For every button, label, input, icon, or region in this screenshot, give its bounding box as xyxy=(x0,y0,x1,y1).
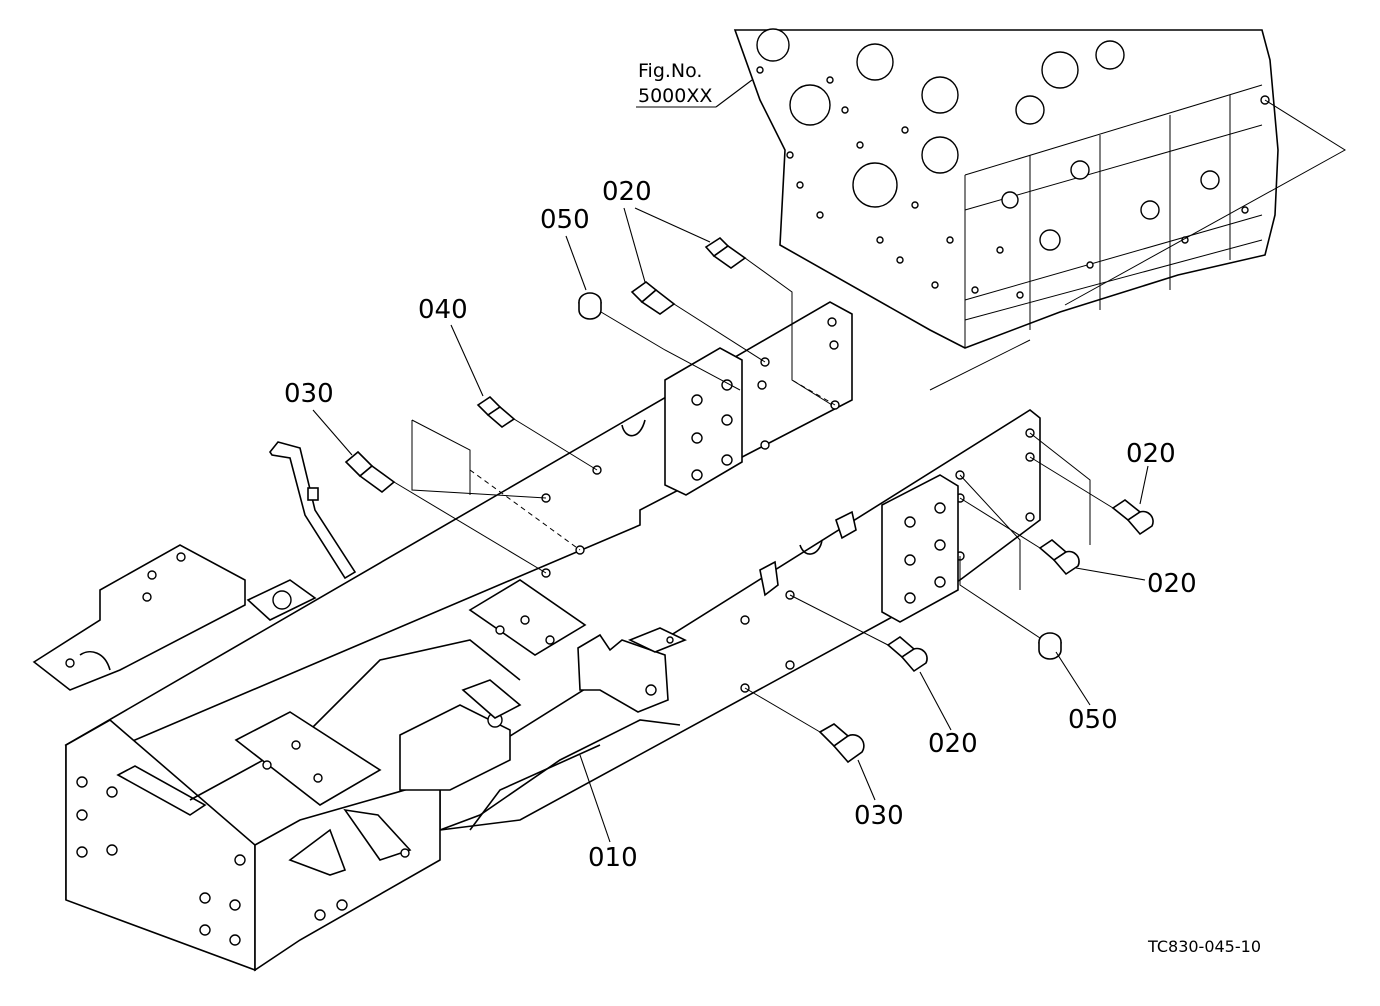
figure-reference: Fig.No. 5000XX xyxy=(636,60,753,108)
bolt-020-right-a xyxy=(1111,499,1154,536)
nut-050-right xyxy=(1038,632,1062,660)
end-box-holes xyxy=(76,776,348,946)
bolt-020-right-b xyxy=(1038,538,1080,576)
callout-020-top: 020 xyxy=(602,177,652,207)
callout-020-right-upper: 020 xyxy=(1126,439,1176,469)
callout-050-right: 050 xyxy=(1068,705,1118,735)
engine-block xyxy=(733,28,1346,391)
leader-lines xyxy=(312,207,1149,843)
callout-030-bottom: 030 xyxy=(854,801,904,831)
frame-assembly-010 xyxy=(32,301,1041,972)
callout-labels: 050 020 040 030 020 020 020 050 030 010 xyxy=(284,177,1197,873)
drawing-code: TC830-045-10 xyxy=(1147,937,1261,956)
callout-010: 010 xyxy=(588,843,638,873)
plate-holes-upper xyxy=(691,379,733,481)
callout-020-right-lower: 020 xyxy=(1147,569,1197,599)
engine-holes xyxy=(756,66,1270,299)
assembly-lines xyxy=(393,257,1114,733)
fasteners xyxy=(344,236,1154,764)
callout-040: 040 xyxy=(418,295,468,325)
bolt-030-left xyxy=(344,450,396,494)
bolt-020-top-a xyxy=(704,236,747,269)
callout-050-top: 050 xyxy=(540,205,590,235)
bolt-040 xyxy=(476,395,516,429)
callout-020-mid: 020 xyxy=(928,729,978,759)
callout-030-left: 030 xyxy=(284,379,334,409)
bolt-030-bottom xyxy=(818,723,865,764)
figure-reference-line2: 5000XX xyxy=(638,85,712,107)
plate-holes-front xyxy=(904,502,946,604)
nut-050-top xyxy=(578,292,602,320)
bolt-020-top-b xyxy=(630,280,676,315)
figure-reference-line1: Fig.No. xyxy=(638,60,702,82)
bolt-020-mid xyxy=(886,635,928,673)
